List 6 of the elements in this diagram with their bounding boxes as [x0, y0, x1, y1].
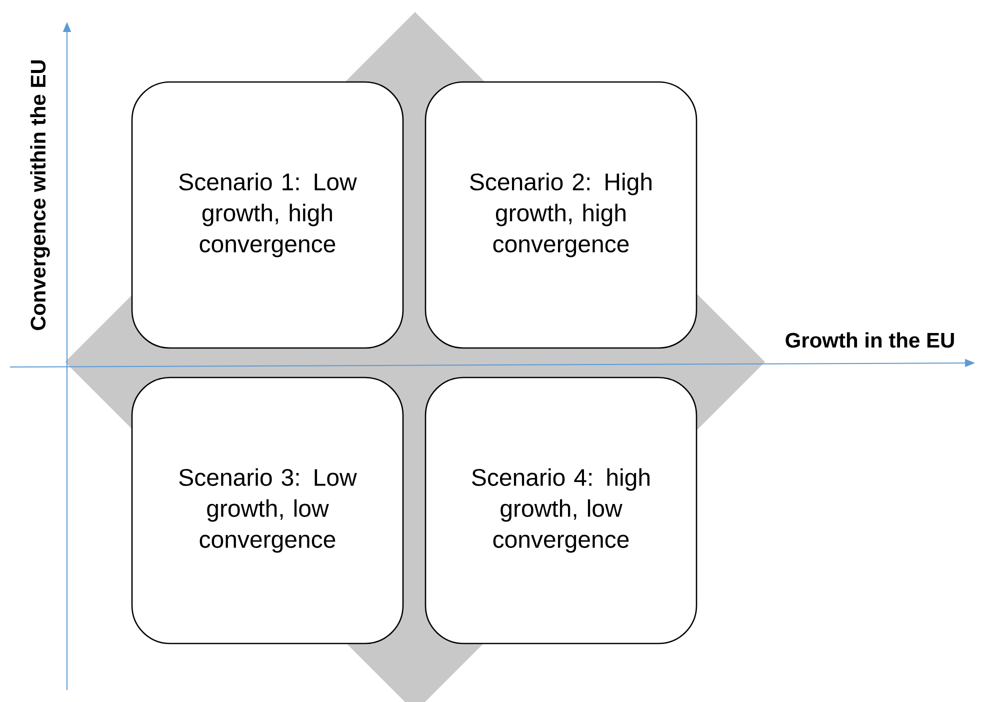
axis-label: Growth in the EU: [786, 332, 954, 348]
scenario-box: Scenario 4: high growth, low convergence: [424, 376, 698, 644]
scenario-box: Scenario 3: Low growth, low convergence: [131, 376, 404, 644]
axis-label: Convergence within the EU: [30, 60, 50, 330]
scenario-box: Scenario 2: High growth, high convergence: [424, 81, 698, 349]
scenario-box: Scenario 1: Low growth, high convergence: [131, 81, 404, 349]
